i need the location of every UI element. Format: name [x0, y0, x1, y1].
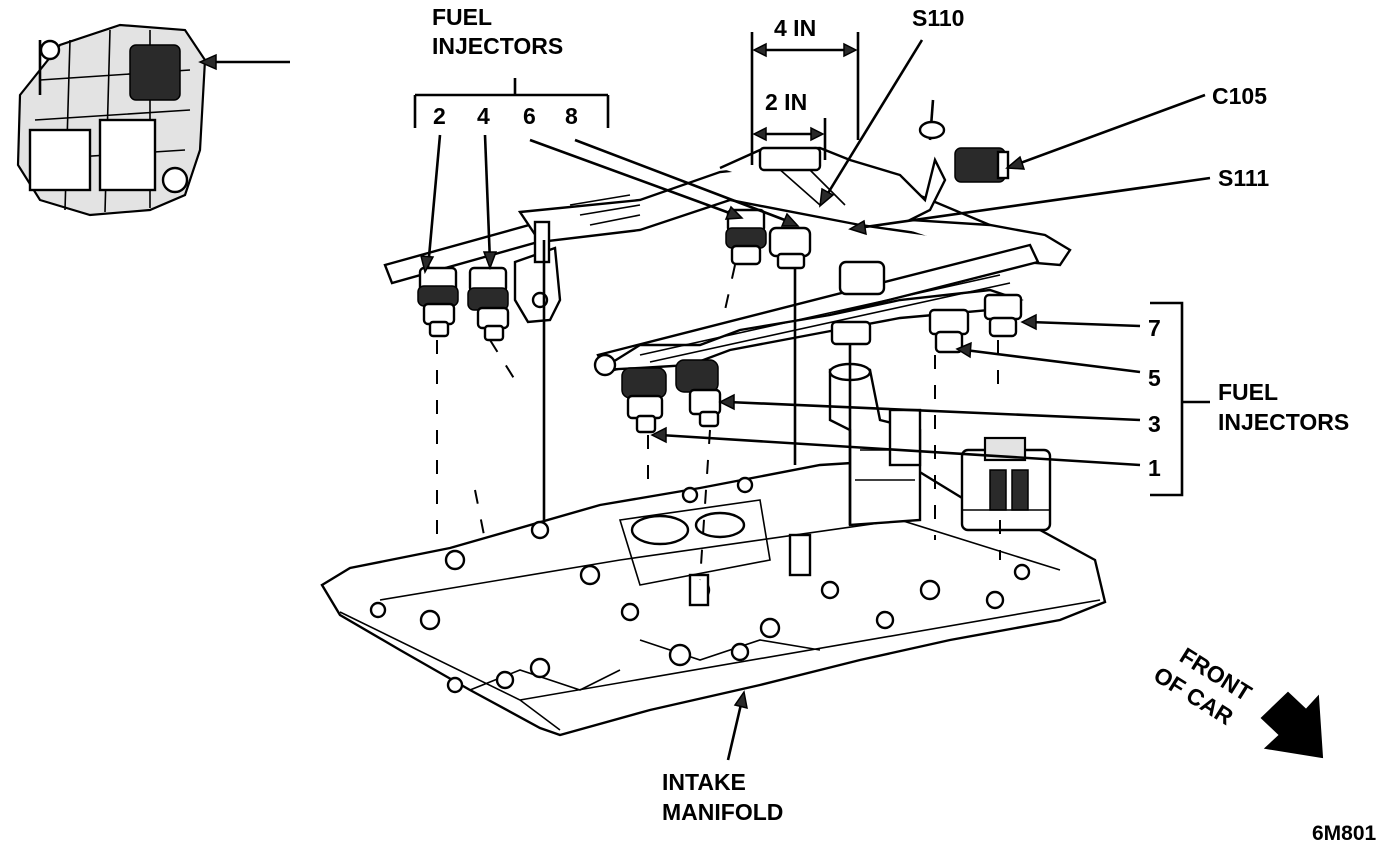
label-s111: S111	[1218, 165, 1269, 191]
intake-manifold	[320, 458, 1107, 737]
alignment-lines	[436, 240, 1001, 581]
injector-5	[928, 308, 970, 354]
injector-4	[467, 266, 510, 342]
label-c105: C105	[1212, 83, 1267, 109]
right-injector-callout: 7 5 3 1 FUEL INJECTORS	[650, 301, 1349, 497]
right-injectors-label: INJECTORS	[1218, 409, 1349, 435]
engine-locator-thumbnail	[16, 23, 290, 217]
dimension-4in: 4 IN	[774, 15, 816, 41]
label-s110: S110	[912, 5, 964, 31]
top-injector-callout: FUEL INJECTORS 2 4 6 8	[413, 4, 800, 275]
injector-1	[621, 367, 667, 434]
right-fuel-label: FUEL	[1218, 379, 1278, 405]
label-injector-7: 7	[1148, 315, 1161, 341]
c105-callout: C105	[1005, 83, 1267, 170]
s111-callout: S111	[848, 165, 1269, 236]
injector-3	[675, 359, 722, 428]
ignition-module	[960, 436, 1052, 532]
label-injector-6: 6	[523, 103, 536, 129]
label-injector-4: 4	[477, 103, 490, 129]
label-manifold: MANIFOLD	[662, 799, 783, 825]
wiring-harness	[719, 99, 1072, 267]
top-fuel-label: FUEL	[432, 4, 492, 30]
label-injector-3: 3	[1148, 411, 1161, 437]
right-fuel-rail	[593, 243, 1040, 377]
label-injector-8: 8	[565, 103, 578, 129]
front-direction-arrow	[1260, 691, 1324, 759]
dimension-2in: 2 IN	[765, 89, 807, 115]
injector-2	[417, 266, 459, 338]
label-intake: INTAKE	[662, 769, 746, 795]
label-injector-1: 1	[1148, 455, 1161, 481]
injector-8	[768, 226, 812, 270]
front-of-car-indicator: FRONT OF CAR	[1149, 642, 1324, 759]
connector-c105	[954, 147, 1010, 183]
figure-code: 6M801	[1312, 822, 1377, 845]
center-injector-mounts	[830, 260, 886, 346]
intake-manifold-callout: INTAKE MANIFOLD	[662, 690, 783, 825]
label-injector-2: 2	[433, 103, 446, 129]
s110-callout: S110	[819, 5, 964, 208]
injector-7	[983, 293, 1023, 338]
top-injectors-label: INJECTORS	[432, 33, 563, 59]
label-injector-5: 5	[1148, 365, 1161, 391]
dimension-callouts: 4 IN 2 IN	[750, 15, 860, 165]
